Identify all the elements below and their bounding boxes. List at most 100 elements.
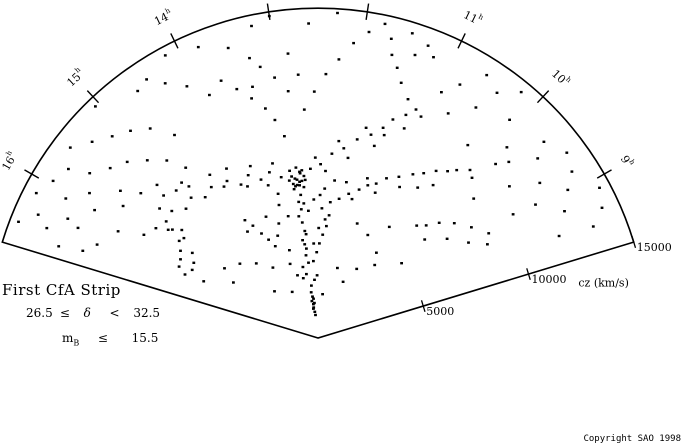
galaxy-point [276, 192, 280, 195]
galaxy-point [389, 37, 393, 40]
galaxy-point [508, 118, 511, 121]
galaxy-point [190, 251, 194, 255]
galaxy-point [298, 170, 301, 173]
galaxy-point [320, 207, 324, 210]
copyright-notice: Copyright SAO 1998 [583, 434, 681, 444]
galaxy-point [336, 11, 339, 15]
ra-tick-label: 10h [549, 66, 573, 90]
galaxy-point [180, 181, 183, 184]
galaxy-point [277, 203, 281, 207]
galaxy-point [184, 207, 188, 210]
galaxy-point [415, 224, 419, 227]
galaxy-point [36, 213, 40, 216]
galaxy-point [145, 78, 148, 81]
ra-tick [365, 3, 370, 20]
ra-tick [457, 33, 466, 49]
galaxy-point [271, 162, 274, 165]
ra-tick [86, 90, 100, 104]
galaxy-point [225, 179, 229, 183]
galaxy-point [45, 226, 49, 230]
galaxy-point [187, 185, 191, 188]
galaxy-point [327, 214, 331, 217]
galaxy-point [148, 127, 152, 130]
galaxy-point [154, 227, 158, 230]
galaxy-point [179, 258, 182, 261]
galaxy-point [317, 226, 321, 230]
galaxy-point [355, 222, 359, 225]
ra-tick [536, 90, 550, 104]
galaxy-point [387, 225, 391, 229]
galaxy-point [406, 98, 410, 101]
galaxy-point [250, 24, 253, 28]
ra-tick-label: 15h [63, 65, 87, 89]
galaxy-point [298, 180, 301, 183]
galaxy-point [598, 186, 601, 189]
galaxy-point [184, 166, 188, 169]
galaxy-point [440, 91, 443, 94]
galaxy-point [309, 291, 313, 294]
galaxy-point [264, 107, 267, 110]
galaxy-point [411, 173, 415, 176]
galaxy-point [266, 184, 270, 187]
galaxy-point [173, 133, 176, 137]
galaxy-point [390, 53, 394, 57]
cz-axis-label: cz (km/s) [578, 277, 628, 290]
galaxy-point [283, 135, 286, 138]
galaxy-point [273, 290, 276, 293]
galaxy-point [312, 242, 316, 245]
galaxy-point [171, 228, 174, 231]
galaxy-point [286, 90, 290, 93]
galaxy-point [446, 170, 449, 173]
galaxy-point [313, 310, 317, 313]
galaxy-point [235, 87, 239, 91]
galaxy-point [304, 233, 308, 236]
galaxy-point [426, 44, 430, 47]
galaxy-point [404, 113, 408, 117]
galaxy-point [375, 251, 378, 254]
galaxy-point [51, 179, 55, 183]
galaxy-point [34, 191, 38, 195]
galaxy-point [238, 262, 242, 265]
galaxy-point [422, 172, 426, 175]
galaxy-point [494, 162, 497, 166]
galaxy-point [357, 188, 361, 191]
galaxy-point [185, 85, 189, 88]
galaxy-point [170, 209, 174, 213]
ra-tick [170, 33, 179, 49]
galaxy-point [276, 234, 280, 237]
galaxy-point [202, 280, 206, 283]
galaxy-point [397, 175, 401, 178]
galaxy-point [145, 159, 149, 162]
galaxy-point [355, 138, 359, 141]
galaxy-point [318, 242, 321, 245]
galaxy-point [177, 265, 181, 268]
galaxy-point [400, 262, 403, 265]
galaxy-point [431, 183, 435, 187]
galaxy-point [288, 169, 291, 172]
galaxy-point [182, 236, 186, 240]
galaxy-point [68, 146, 72, 149]
galaxy-point [288, 249, 291, 252]
galaxy-point [301, 277, 305, 280]
galaxy-point [470, 176, 474, 179]
galaxy-point [452, 222, 456, 225]
galaxy-point [95, 243, 99, 246]
galaxy-point [300, 179, 304, 183]
galaxy-point [337, 139, 341, 143]
galaxy-point [307, 261, 310, 264]
galaxy-point [208, 93, 211, 97]
galaxy-point [260, 232, 263, 235]
galaxy-point [312, 90, 316, 93]
galaxy-point [485, 73, 489, 77]
galaxy-point [287, 179, 291, 182]
galaxy-point [299, 208, 303, 211]
galaxy-point [307, 209, 310, 212]
galaxy-point [519, 90, 523, 94]
galaxy-point [312, 259, 315, 263]
galaxy-point [93, 208, 96, 212]
decl-le-symbol: ≤ [59, 306, 70, 320]
mag-le-symbol: ≤ [97, 331, 108, 345]
galaxy-point [591, 225, 595, 228]
galaxy-point [239, 183, 243, 186]
